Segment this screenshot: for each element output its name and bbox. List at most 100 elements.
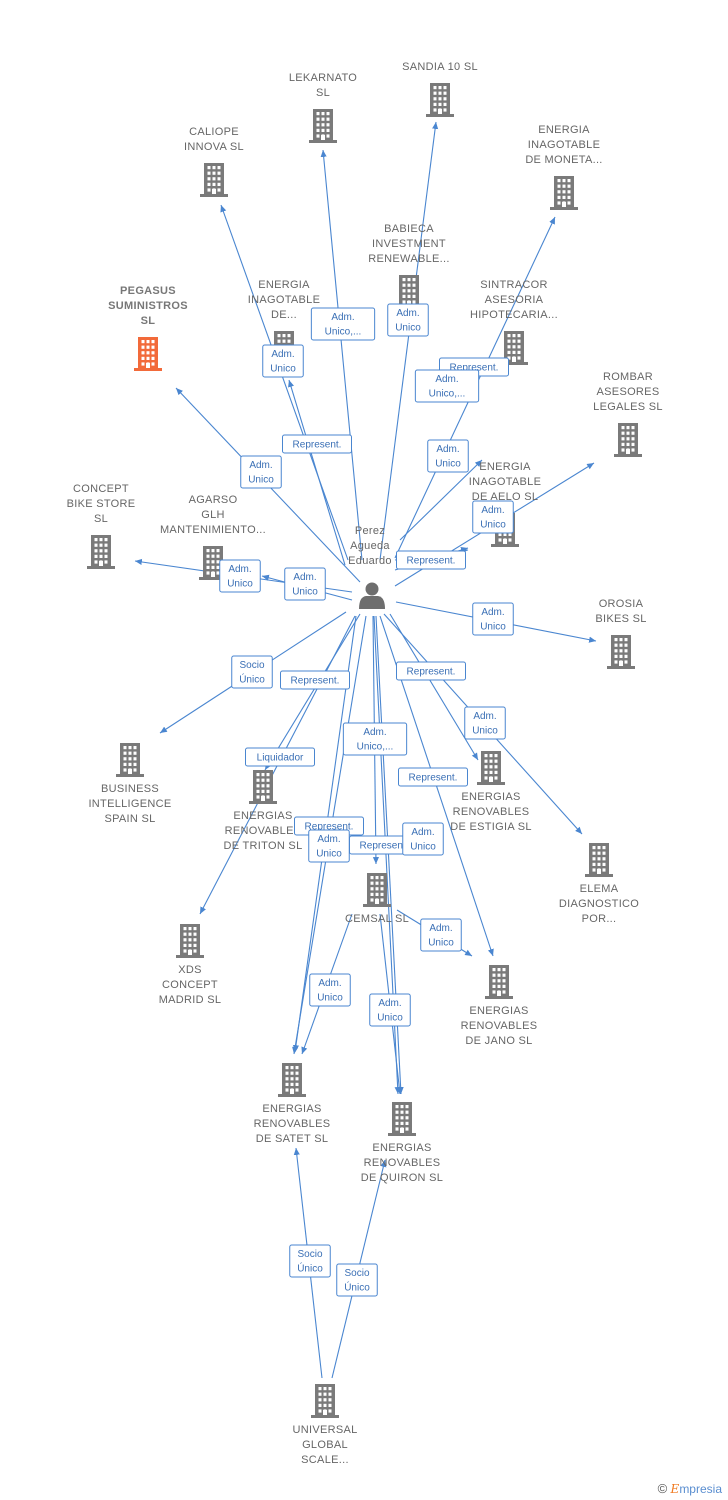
company-label-line: RENOVABLES	[254, 1118, 331, 1130]
relation-label-box	[427, 439, 469, 473]
relation-label[interactable]: Adm.Unico,...	[342, 722, 408, 756]
company-label-line: DE AELO SL	[472, 491, 539, 503]
relation-label-text: Adm.	[481, 607, 504, 618]
company-label-line: SL	[94, 513, 108, 525]
company-node-sandia[interactable]: SANDIA 10 SL	[402, 61, 478, 117]
building-icon	[485, 965, 513, 999]
relation-label-text: Unico	[480, 622, 506, 633]
relation-label[interactable]: Adm. Unico	[472, 602, 514, 636]
relation-label-text: Adm.	[378, 998, 401, 1009]
relation-label-text: Adm.	[228, 564, 251, 575]
relation-label[interactable]: Represent.	[396, 550, 466, 570]
building-icon	[477, 751, 505, 785]
company-label-line: ENERGIAS	[262, 1103, 321, 1115]
company-label-line: MANTENIMIENTO...	[160, 524, 266, 536]
relation-label[interactable]: Adm.Unico	[464, 706, 506, 740]
company-node-sintracor[interactable]: SINTRACORASESORIAHIPOTECARIA...	[470, 279, 558, 365]
relation-label-text: Socio	[239, 660, 264, 671]
relation-label[interactable]: Adm.Unico	[472, 500, 514, 534]
company-node-agarso[interactable]: AGARSOGLHMANTENIMIENTO...	[160, 494, 266, 580]
person-label-line: Perez	[355, 525, 385, 537]
edge-person-to-caliope	[220, 204, 349, 561]
company-label-line: ASESORIA	[485, 294, 544, 306]
relation-label-box	[396, 661, 466, 681]
relation-label-text: Represent.	[305, 822, 354, 833]
relation-label[interactable]: Liquidador	[245, 747, 315, 767]
relation-label[interactable]: Represent.	[280, 670, 350, 690]
relation-label-text: Unico,...	[429, 389, 466, 400]
relation-label-box	[398, 767, 468, 787]
company-node-elema[interactable]: ELEMADIAGNOSTICOPOR...	[559, 843, 639, 925]
relation-label[interactable]: Adm.Unico	[284, 567, 326, 601]
relation-label[interactable]: Adm.Unico,...	[414, 369, 480, 403]
company-label-line: XDS	[178, 964, 202, 976]
company-label-line: INAGOTABLE	[528, 139, 600, 151]
company-label-line: DIAGNOSTICO	[559, 898, 639, 910]
company-label-line: POR...	[582, 913, 617, 925]
relation-label[interactable]: Represent.	[398, 767, 468, 787]
company-node-cemsal[interactable]: CEMSAL SL	[345, 873, 409, 925]
relation-label-box	[289, 1244, 331, 1278]
relation-label[interactable]: Adm.Unico	[309, 973, 351, 1007]
company-label-line: DE JANO SL	[465, 1035, 532, 1047]
company-node-babieca[interactable]: BABIECAINVESTMENTRENEWABLE...	[368, 223, 449, 309]
relation-label-text: Unico	[227, 579, 253, 590]
relation-label-box	[280, 670, 350, 690]
relation-label[interactable]: Adm.Unico	[420, 918, 462, 952]
relation-label-text: Represent.	[407, 667, 456, 678]
building-icon	[500, 331, 528, 365]
empresia-brand[interactable]: © Empresia	[658, 1481, 722, 1496]
relation-label[interactable]: Adm.Unico,...	[310, 307, 376, 341]
company-node-inagotable_de[interactable]: ENERGIAINAGOTABLEDE...	[248, 279, 320, 365]
relation-label-text: Unico	[435, 459, 461, 470]
relation-label[interactable]: Adm.Unico	[387, 303, 429, 337]
company-label-line: ENERGIAS	[233, 810, 292, 822]
company-label-line: HIPOTECARIA...	[470, 309, 558, 321]
company-label-line: AGARSO	[189, 494, 238, 506]
relation-label-text: Adm.	[396, 308, 419, 319]
relation-label[interactable]: Adm. Unico	[219, 559, 261, 593]
company-label-line: CEMSAL SL	[345, 913, 409, 925]
relation-label[interactable]: Represent.	[282, 434, 352, 454]
relation-label[interactable]: Adm.Unico	[240, 455, 282, 489]
company-node-universal[interactable]: UNIVERSALGLOBALSCALE...	[292, 1384, 357, 1466]
relation-label[interactable]: Adm. Unico	[369, 993, 411, 1027]
relation-label[interactable]: Represent.	[396, 661, 466, 681]
building-icon	[199, 546, 227, 580]
relation-label-text: Adm.	[331, 312, 354, 323]
building-icon	[249, 770, 277, 804]
company-label-line: RENEWABLE...	[368, 253, 449, 265]
copyright-symbol: ©	[657, 1481, 668, 1496]
relation-label-text: Unico	[428, 938, 454, 949]
relation-label[interactable]: Adm.Unico	[308, 829, 350, 863]
relation-label-box	[219, 559, 261, 593]
relation-label[interactable]: Adm.Unico	[427, 439, 469, 473]
relation-label[interactable]: Adm.Unico	[402, 822, 444, 856]
relation-label-box	[282, 434, 352, 454]
company-label-line: LEKARNATO	[289, 72, 357, 84]
company-label-line: RENOVABLES	[364, 1157, 441, 1169]
relation-label-text: Unico	[377, 1013, 403, 1024]
relation-label-text: Unico	[317, 993, 343, 1004]
relation-label[interactable]: Adm.Unico	[262, 344, 304, 378]
company-label-line: SANDIA 10 SL	[402, 61, 478, 73]
